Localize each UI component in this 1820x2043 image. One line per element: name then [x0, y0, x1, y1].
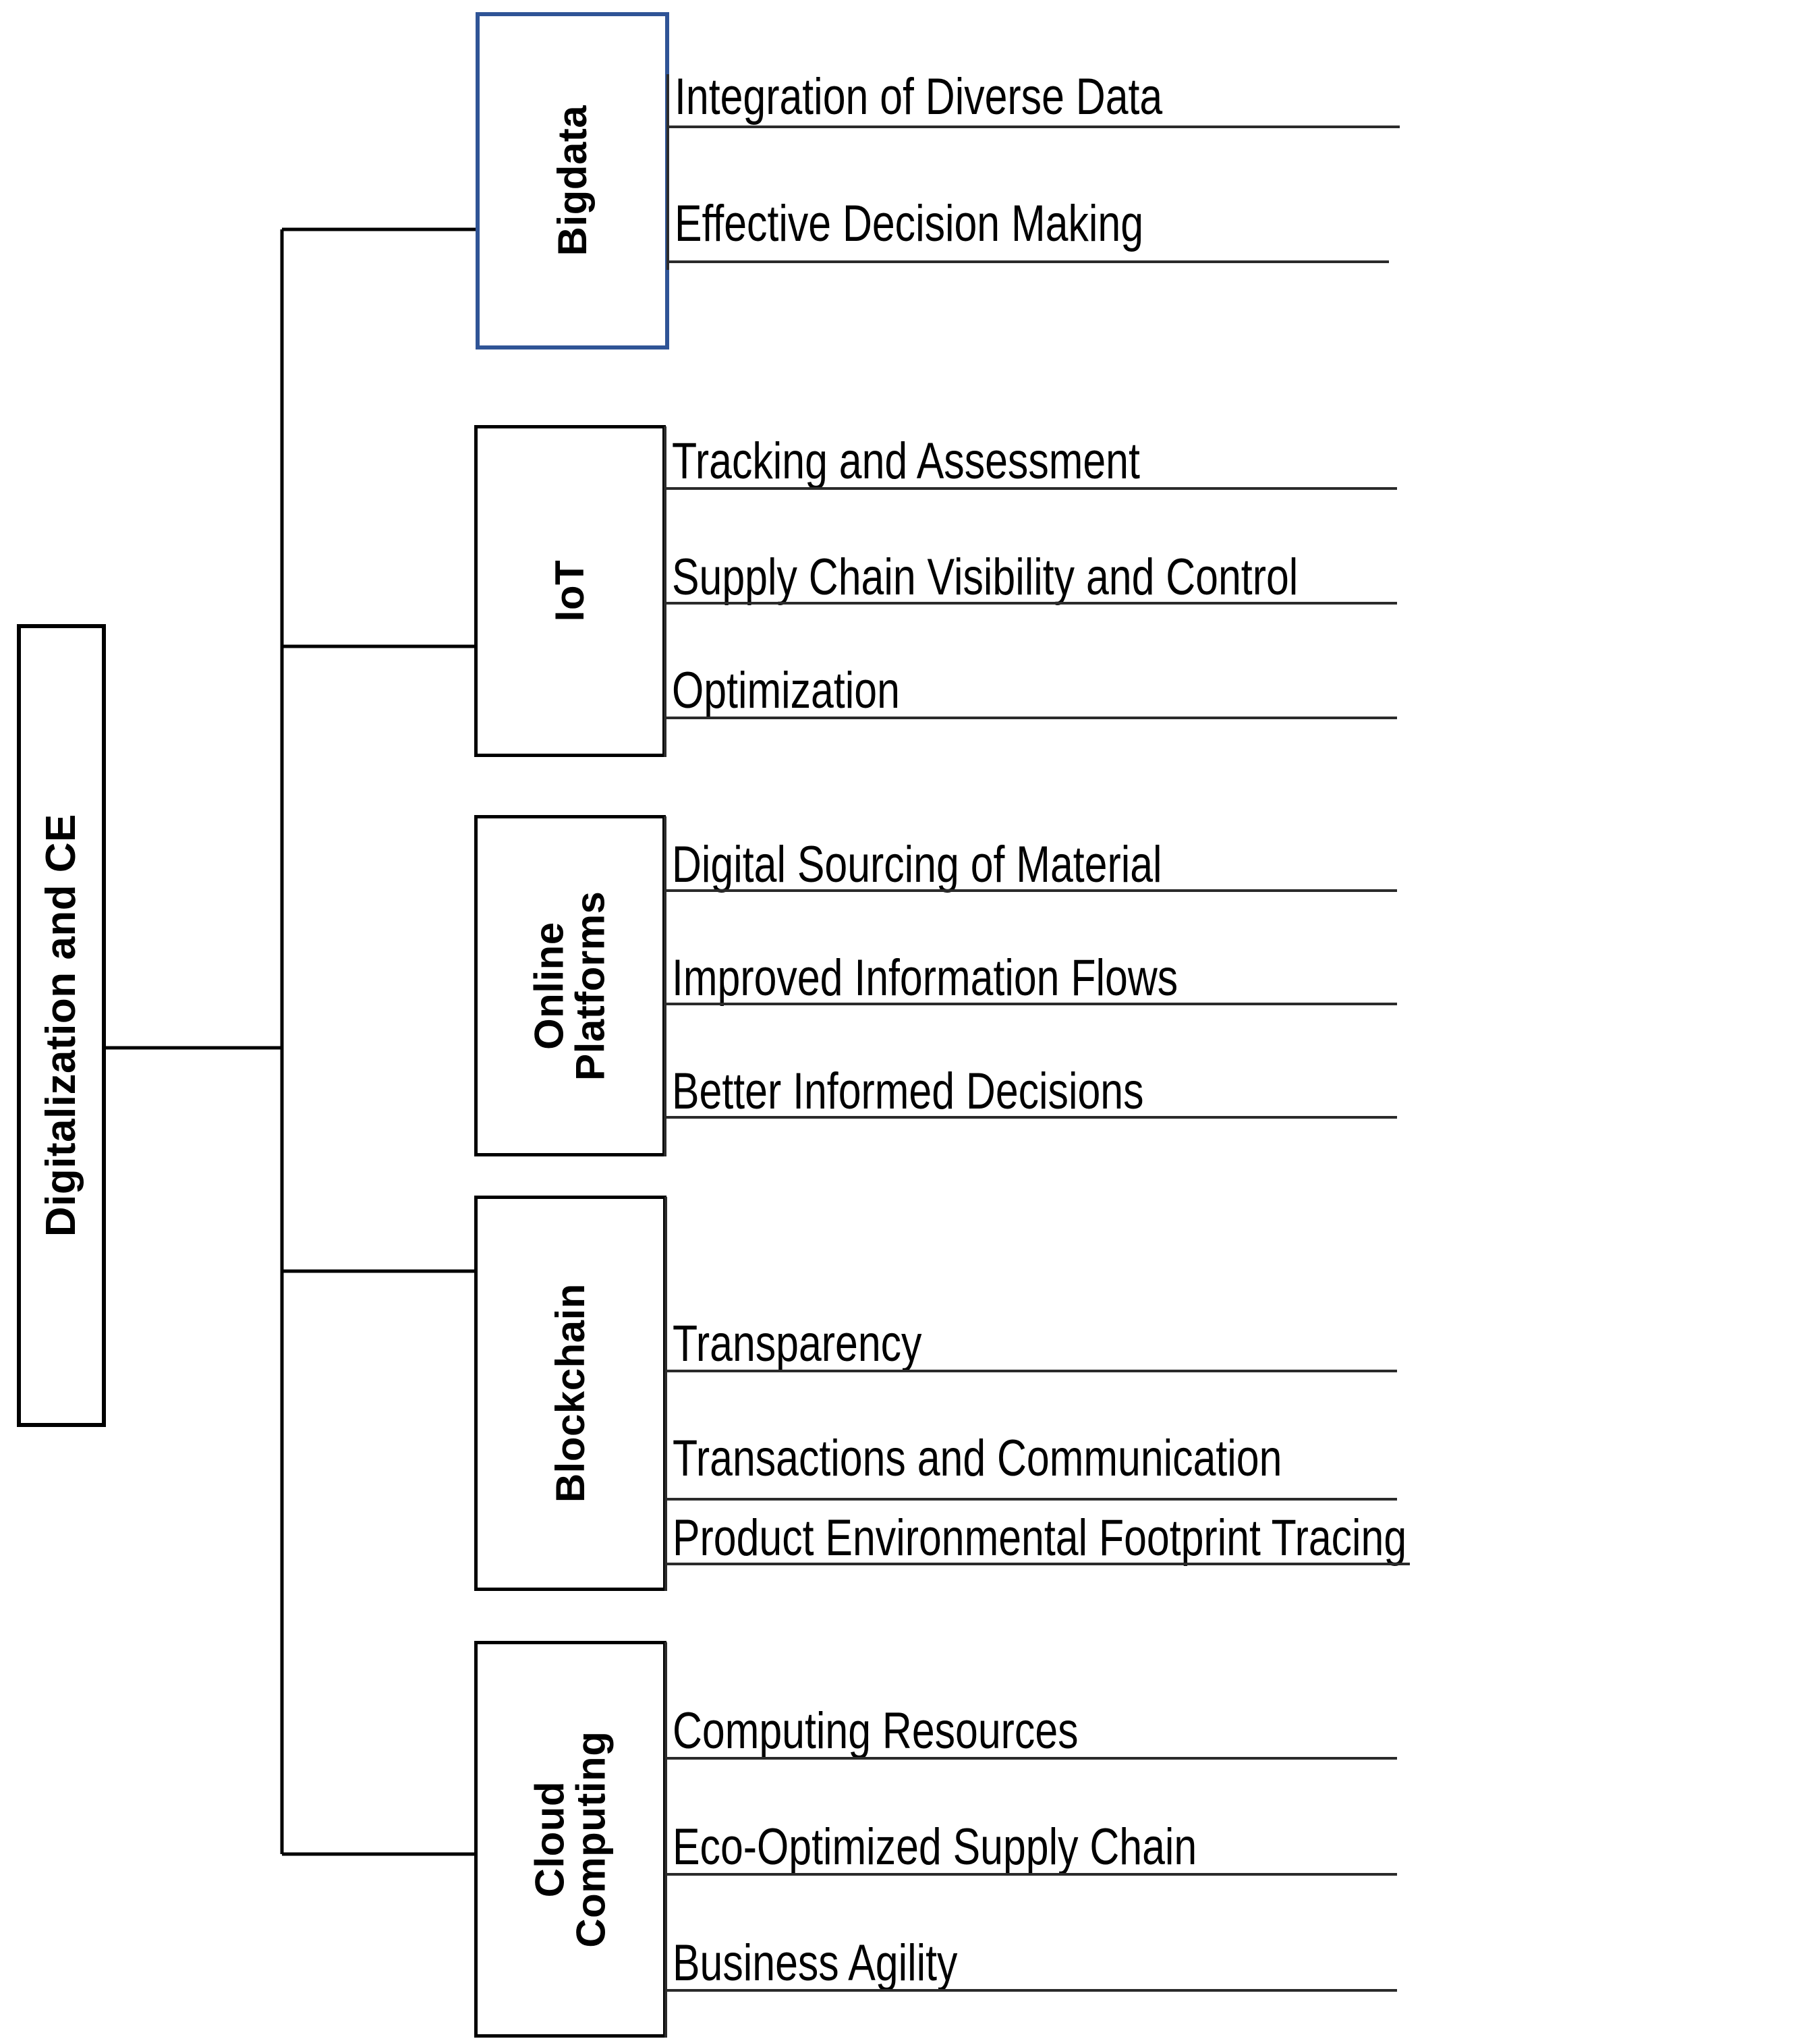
- leaf-row-blockchain-3[interactable]: Product Environmental Footprint Tracing: [673, 1468, 1813, 1568]
- leaf-underline-blockchain-2: [664, 1498, 1397, 1501]
- branch-node-label-blockchain: Blockchain: [547, 1283, 593, 1503]
- leaf-label-iot-3: Optimization: [672, 662, 900, 719]
- branch-node-label-online-platforms: Online Platforms: [526, 891, 613, 1081]
- leaf-tick-blockchain-1: [664, 1197, 667, 1370]
- leaf-tick-cloud-computing-2: [664, 1757, 667, 1873]
- leaf-underline-online-platforms-2: [664, 1003, 1397, 1005]
- leaf-tick-iot-1: [664, 426, 666, 487]
- branch-node-label-cloud-computing: Cloud Computing: [527, 1731, 614, 1948]
- leaf-underline-cloud-computing-2: [664, 1873, 1397, 1876]
- leaf-label-online-platforms-1: Digital Sourcing of Material: [672, 836, 1162, 893]
- leaf-label-cloud-computing-1: Computing Resources: [673, 1702, 1079, 1760]
- leaf-row-cloud-computing-1[interactable]: Computing Resources: [673, 1661, 1408, 1761]
- branch-node-iot[interactable]: IoT: [474, 425, 666, 757]
- leaf-label-cloud-computing-3: Business Agility: [673, 1934, 958, 1992]
- leaf-tick-blockchain-3: [664, 1498, 667, 1591]
- leaf-underline-online-platforms-1: [664, 889, 1397, 892]
- leaf-underline-online-platforms-3: [664, 1116, 1397, 1119]
- leaf-label-iot-2: Supply Chain Visibility and Control: [672, 549, 1299, 606]
- branch-node-label-iot: IoT: [547, 560, 593, 622]
- leaf-label-bigdata-2: Effective Decision Making: [675, 195, 1144, 252]
- branch-node-label-bigdata: Bigdata: [549, 105, 595, 256]
- leaf-label-cloud-computing-2: Eco-Optimized Supply Chain: [673, 1818, 1197, 1876]
- leaf-row-online-platforms-1[interactable]: Digital Sourcing of Material: [672, 795, 1407, 895]
- leaf-tick-cloud-computing-3: [664, 1873, 667, 2038]
- leaf-underline-cloud-computing-1: [664, 1757, 1397, 1760]
- leaf-tick-online-platforms-1: [664, 816, 666, 889]
- leaf-tick-cloud-computing-1: [664, 1642, 667, 1757]
- leaf-label-blockchain-1: Transparency: [673, 1315, 922, 1372]
- branch-node-cloud-computing[interactable]: Cloud Computing: [474, 1641, 666, 2038]
- leaf-tick-online-platforms-3: [664, 1003, 666, 1156]
- leaf-row-cloud-computing-2[interactable]: Eco-Optimized Supply Chain: [673, 1777, 1408, 1877]
- leaf-label-online-platforms-3: Better Informed Decisions: [672, 1063, 1144, 1120]
- leaf-tick-bigdata-2: [666, 196, 669, 270]
- branch-node-online-platforms[interactable]: Online Platforms: [474, 815, 666, 1156]
- leaf-tick-online-platforms-2: [664, 889, 666, 1003]
- branch-node-blockchain[interactable]: Blockchain: [474, 1196, 666, 1591]
- leaf-row-iot-2[interactable]: Supply Chain Visibility and Control: [672, 507, 1542, 607]
- leaf-row-online-platforms-2[interactable]: Improved Information Flows: [672, 908, 1407, 1008]
- leaf-underline-iot-2: [664, 602, 1397, 605]
- leaf-label-bigdata-1: Integration of Diverse Data: [675, 68, 1163, 125]
- leaf-row-blockchain-1[interactable]: Transparency: [673, 1274, 1408, 1374]
- leaf-tick-bigdata-1: [666, 74, 669, 196]
- leaf-underline-blockchain-3: [664, 1563, 1410, 1565]
- leaf-row-iot-1[interactable]: Tracking and Assessment: [672, 391, 1407, 491]
- leaf-row-bigdata-2[interactable]: Effective Decision Making: [675, 154, 1410, 254]
- root-node-label: Digitalization and CE: [38, 814, 85, 1237]
- leaf-label-blockchain-2: Transactions and Communication: [673, 1430, 1282, 1487]
- leaf-row-cloud-computing-3[interactable]: Business Agility: [673, 1893, 1408, 1993]
- leaf-tick-iot-3: [664, 602, 666, 757]
- leaf-label-blockchain-3: Product Environmental Footprint Tracing: [673, 1509, 1407, 1567]
- leaf-underline-cloud-computing-3: [664, 1989, 1397, 1992]
- leaf-underline-iot-1: [664, 487, 1397, 490]
- leaf-tick-blockchain-2: [664, 1370, 667, 1498]
- root-node-digitalization-and-ce[interactable]: Digitalization and CE: [17, 624, 106, 1427]
- leaf-underline-blockchain-1: [664, 1370, 1397, 1372]
- leaf-tick-iot-2: [664, 487, 666, 602]
- leaf-underline-iot-3: [664, 717, 1397, 719]
- leaf-row-iot-3[interactable]: Optimization: [672, 621, 1407, 721]
- branch-node-bigdata[interactable]: Bigdata: [476, 12, 669, 349]
- leaf-row-online-platforms-3[interactable]: Better Informed Decisions: [672, 1022, 1407, 1121]
- leaf-underline-bigdata-1: [666, 125, 1400, 128]
- leaf-label-iot-1: Tracking and Assessment: [672, 432, 1140, 490]
- leaf-label-online-platforms-2: Improved Information Flows: [672, 949, 1178, 1007]
- leaf-row-bigdata-1[interactable]: Integration of Diverse Data: [675, 27, 1410, 127]
- leaf-underline-bigdata-2: [666, 260, 1389, 263]
- leaf-row-blockchain-2[interactable]: Transactions and Communication: [673, 1389, 1543, 1488]
